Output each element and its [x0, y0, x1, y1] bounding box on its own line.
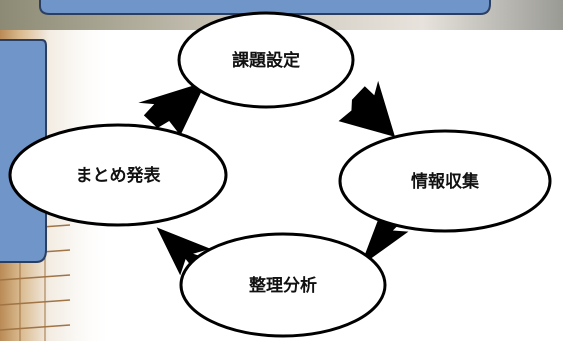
node-kadai-label: 課題設定: [232, 50, 300, 71]
node-matome-label: まとめ発表: [76, 165, 162, 186]
top-blue-panel: [39, 0, 491, 15]
node-seiri-label: 整理分析: [249, 275, 317, 296]
node-seiri: 整理分析: [179, 232, 387, 338]
node-joho-label: 情報収集: [411, 171, 480, 192]
arrow-kadai-to-joho: [338, 80, 396, 137]
node-matome: まとめ発表: [8, 123, 228, 227]
node-kadai: 課題設定: [177, 11, 355, 109]
node-joho: 情報収集: [338, 129, 552, 233]
arrow-matome-to-kadai: [138, 81, 207, 136]
